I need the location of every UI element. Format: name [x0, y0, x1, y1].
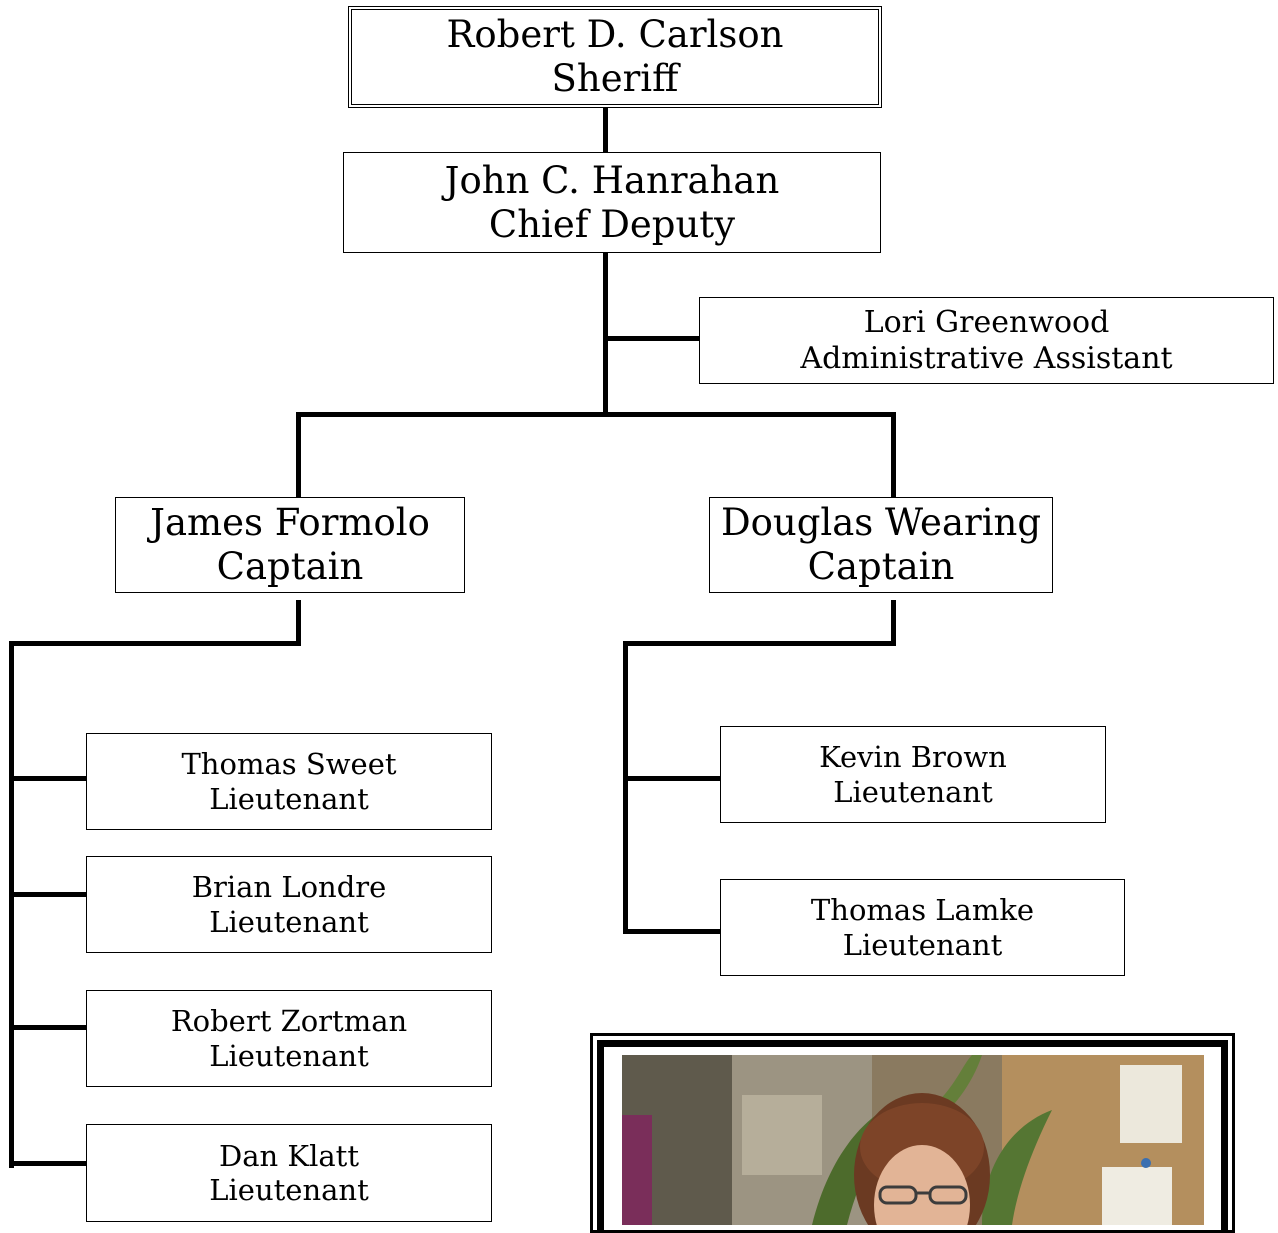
lieutenant-title: Lieutenant	[209, 1173, 369, 1207]
connector-formolo-down	[296, 600, 301, 646]
sheriff-title: Sheriff	[551, 57, 679, 100]
lieutenant-title: Lieutenant	[209, 781, 369, 816]
chief-deputy-title: Chief Deputy	[488, 202, 736, 246]
lieutenant-title: Lieutenant	[842, 927, 1003, 962]
lieutenant-title: Lieutenant	[209, 904, 369, 939]
sheriff-name: Robert D. Carlson	[446, 13, 784, 57]
lieutenant-title: Lieutenant	[833, 774, 993, 809]
connector-lt-klatt	[9, 1161, 88, 1166]
connector-chief-trunk	[603, 252, 608, 415]
staff-photo-image	[622, 1055, 1204, 1225]
lieutenant-box-klatt: Dan Klatt Lieutenant	[86, 1124, 492, 1222]
connector-captains-horizontal	[296, 412, 896, 417]
captain-title: Captain	[807, 545, 955, 588]
lieutenant-box-londre: Brian Londre Lieutenant	[86, 856, 492, 953]
connector-captain-formolo	[296, 412, 301, 498]
sheriff-box: Robert D. Carlson Sheriff	[348, 6, 882, 108]
lieutenant-title: Lieutenant	[209, 1038, 369, 1073]
staff-photo	[622, 1055, 1204, 1225]
lieutenant-name: Kevin Brown	[819, 740, 1007, 775]
captain-name: James Formolo	[150, 501, 430, 545]
connector-lt-londre	[9, 892, 88, 897]
connector-sheriff-chief	[603, 107, 608, 153]
connector-formolo-vertical	[9, 641, 14, 1168]
admin-assistant-name: Lori Greenwood	[863, 305, 1110, 341]
connector-lt-sweet	[9, 776, 88, 781]
connector-wearing-down	[891, 600, 896, 646]
lieutenant-box-zortman: Robert Zortman Lieutenant	[86, 990, 492, 1087]
captain-name: Douglas Wearing	[720, 501, 1042, 545]
chief-deputy-name: John C. Hanrahan	[444, 158, 780, 202]
captain-box-formolo: James Formolo Captain	[115, 497, 465, 593]
lieutenant-box-lamke: Thomas Lamke Lieutenant	[720, 879, 1125, 976]
lieutenant-name: Thomas Lamke	[810, 893, 1035, 928]
lieutenant-box-sweet: Thomas Sweet Lieutenant	[86, 733, 492, 830]
connector-lt-brown	[623, 776, 722, 781]
connector-wearing-vertical	[623, 641, 628, 934]
connector-captain-wearing	[891, 412, 896, 498]
lieutenant-name: Dan Klatt	[219, 1138, 359, 1173]
connector-formolo-horizontal	[9, 641, 301, 646]
connector-admin-assistant	[605, 336, 701, 341]
captain-title: Captain	[216, 545, 364, 588]
chief-deputy-box: John C. Hanrahan Chief Deputy	[343, 152, 881, 253]
lieutenant-name: Brian Londre	[191, 870, 387, 905]
connector-lt-zortman	[9, 1025, 88, 1030]
captain-box-wearing: Douglas Wearing Captain	[709, 497, 1053, 593]
connector-wearing-horizontal	[623, 641, 896, 646]
admin-assistant-box: Lori Greenwood Administrative Assistant	[699, 297, 1274, 384]
lieutenant-name: Thomas Sweet	[181, 747, 397, 782]
lieutenant-box-brown: Kevin Brown Lieutenant	[720, 726, 1106, 823]
connector-lt-lamke	[623, 929, 722, 934]
lieutenant-name: Robert Zortman	[170, 1004, 408, 1039]
admin-assistant-title: Administrative Assistant	[800, 340, 1173, 376]
